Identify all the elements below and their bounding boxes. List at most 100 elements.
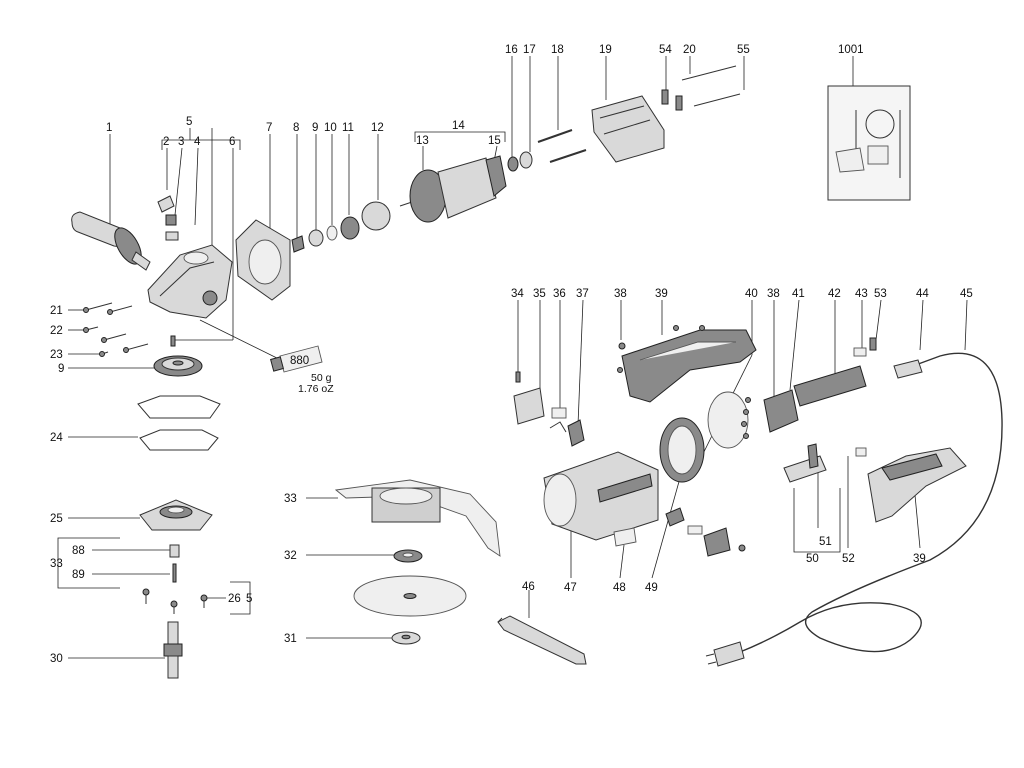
label-p3: 3 — [178, 136, 184, 148]
label-p17: 17 — [523, 44, 536, 56]
bearing-11 — [340, 216, 360, 240]
wiring-diagram — [827, 85, 911, 201]
spindle — [163, 621, 183, 679]
label-p9-left: 9 — [58, 363, 64, 375]
label-p26: 26 — [228, 593, 241, 605]
stator — [591, 95, 665, 163]
grease-weight-oz: 1.76 oZ — [298, 383, 334, 395]
pin-wrench — [497, 615, 587, 665]
ring-40 — [707, 391, 749, 449]
label-p21: 21 — [50, 305, 63, 317]
label-p1: 1 — [106, 122, 112, 134]
part-3-spring — [165, 214, 177, 226]
pin-89 — [172, 563, 177, 583]
label-p44: 44 — [916, 288, 929, 300]
housing-half-upper — [621, 329, 757, 403]
label-p49: 49 — [645, 582, 658, 594]
label-p41: 41 — [792, 288, 805, 300]
label-p38-right: 38 — [767, 288, 780, 300]
label-p53: 53 — [874, 288, 887, 300]
label-p5-right: 5 — [246, 593, 252, 605]
grease-tube-code: 880 — [290, 355, 309, 367]
label-p31: 31 — [284, 633, 297, 645]
label-p55: 55 — [737, 44, 750, 56]
cable-protector-44 — [893, 359, 923, 379]
label-p32: 32 — [284, 550, 297, 562]
bearing-plate — [235, 219, 291, 301]
mains-plug — [713, 641, 745, 667]
leader-lines — [57, 56, 968, 659]
label-p47: 47 — [564, 582, 577, 594]
board-50 — [783, 455, 827, 483]
spring-51 — [807, 443, 819, 469]
label-p5-top: 5 — [186, 116, 192, 128]
label-p1001: 1001 — [838, 44, 864, 56]
label-p45: 45 — [960, 288, 973, 300]
label-p36: 36 — [553, 288, 566, 300]
label-p35: 35 — [533, 288, 546, 300]
gasket-upper — [137, 395, 221, 419]
label-p39-top: 39 — [655, 288, 668, 300]
parts — [71, 65, 1003, 679]
label-p48: 48 — [613, 582, 626, 594]
label-p13: 13 — [416, 135, 429, 147]
label-p30: 30 — [50, 653, 63, 665]
grease-weight-g: 50 g — [311, 372, 332, 384]
label-p42: 42 — [828, 288, 841, 300]
label-p4: 4 — [194, 136, 201, 148]
label-p54: 54 — [659, 44, 672, 56]
pin — [170, 335, 176, 347]
fan-12 — [361, 201, 391, 231]
label-p2: 2 — [163, 136, 169, 148]
gasket-lower — [139, 429, 219, 451]
label-p34: 34 — [511, 288, 524, 300]
label-p10: 10 — [324, 122, 337, 134]
label-p6: 6 — [229, 136, 235, 148]
label-p11: 11 — [342, 122, 354, 134]
label-p25: 25 — [50, 513, 63, 525]
motor-housing — [543, 451, 659, 541]
label-p15: 15 — [488, 135, 501, 147]
label-p51: 51 — [819, 536, 832, 548]
washer-9 — [308, 229, 324, 247]
label-p18: 18 — [551, 44, 564, 56]
nut-8 — [291, 235, 305, 253]
gear-housing — [147, 244, 233, 319]
label-p24: 24 — [50, 432, 63, 444]
label-p38-left: 38 — [614, 288, 627, 300]
label-p9-top: 9 — [312, 122, 318, 134]
label-p43: 43 — [855, 288, 868, 300]
label-p33-center: 33 — [284, 493, 297, 505]
label-48 — [613, 527, 637, 547]
rear-handle — [867, 447, 967, 523]
label-p52: 52 — [842, 553, 855, 565]
armature — [399, 155, 507, 223]
label-p16: 16 — [505, 44, 518, 56]
label-p33-left: 33 — [50, 558, 63, 570]
label-p46: 46 — [522, 581, 535, 593]
part-4 — [165, 231, 179, 241]
part-54 — [661, 89, 669, 105]
module-42 — [793, 365, 867, 407]
bevel-gear — [153, 355, 203, 377]
label-p8: 8 — [293, 122, 299, 134]
grease-tube — [270, 345, 323, 373]
label-p50: 50 — [806, 553, 819, 565]
side-handle — [71, 211, 151, 271]
label-p19: 19 — [599, 44, 612, 56]
part-number-labels: 1 5 2 3 4 6 7 8 9 10 11 12 14 13 15 16 1… — [50, 44, 973, 665]
label-p12: 12 — [371, 122, 384, 134]
bearing-flange — [139, 499, 213, 531]
sleeve-88 — [169, 544, 180, 558]
label-p23: 23 — [50, 349, 63, 361]
part-2 — [157, 195, 175, 213]
ring-17 — [519, 151, 533, 169]
ring-10 — [326, 225, 338, 241]
part-41 — [763, 389, 799, 433]
bearing-16 — [507, 156, 519, 172]
label-p14: 14 — [452, 120, 465, 132]
label-p20: 20 — [683, 44, 696, 56]
plate-35 — [513, 387, 545, 425]
label-p89: 89 — [72, 569, 85, 581]
